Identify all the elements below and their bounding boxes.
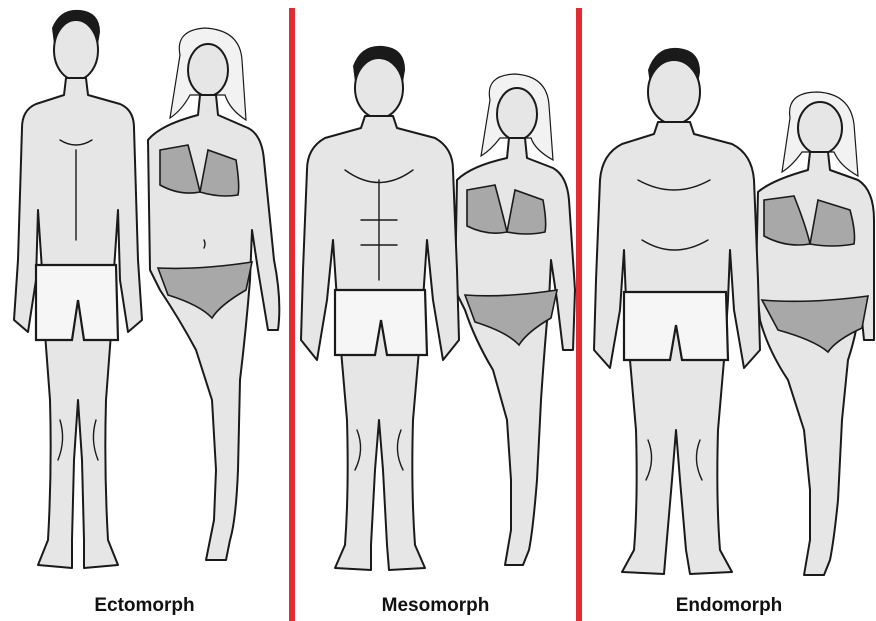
endomorph-man-figure	[594, 48, 760, 574]
mesomorph-label: Mesomorph	[295, 595, 576, 617]
mesomorph-man-figure	[301, 46, 459, 570]
panel-mesomorph: Mesomorph	[295, 0, 576, 621]
panel-ectomorph: Ectomorph	[0, 0, 289, 621]
endomorph-woman-figure	[756, 92, 874, 575]
panel-endomorph: Endomorph	[582, 0, 876, 621]
endomorph-label: Endomorph	[582, 595, 876, 617]
mesomorph-woman-figure	[455, 74, 575, 565]
ectomorph-label: Ectomorph	[0, 595, 289, 617]
mesomorph-illustration	[295, 0, 576, 621]
ectomorph-woman-figure	[148, 28, 279, 560]
ectomorph-man-figure	[14, 10, 142, 568]
endomorph-illustration	[582, 0, 876, 621]
ectomorph-illustration	[0, 0, 289, 621]
